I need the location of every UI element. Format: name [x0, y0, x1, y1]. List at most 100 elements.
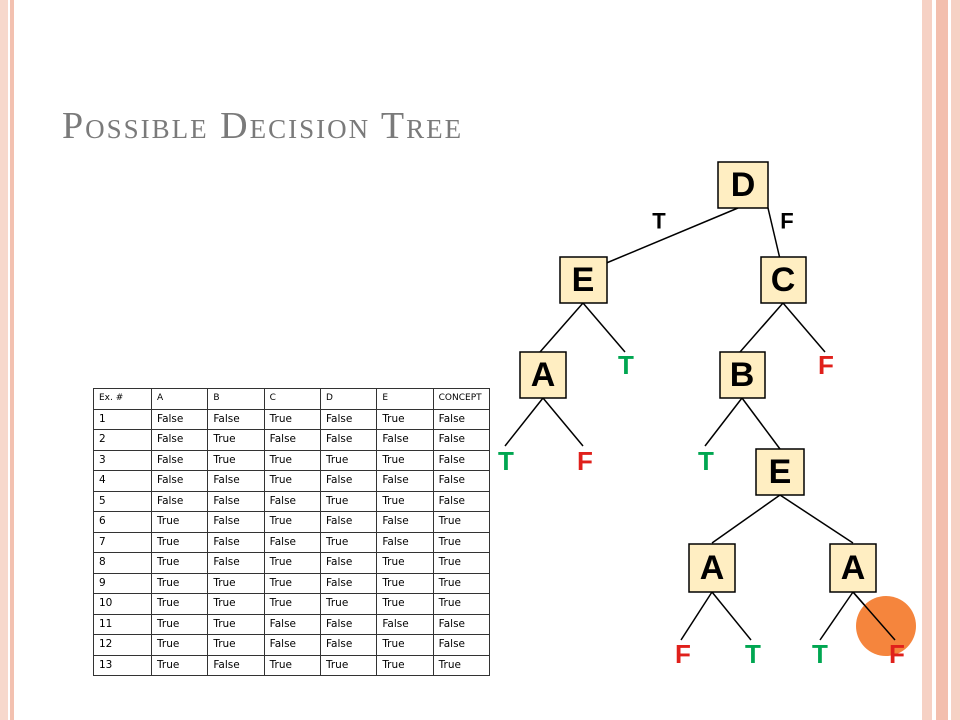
table-cell: True [376, 593, 434, 615]
table-header-cell: B [207, 388, 265, 410]
edge-a-f [542, 397, 584, 447]
table-cell: 7 [93, 531, 152, 553]
table-cell: False [207, 490, 265, 512]
tree-node-label: B [730, 356, 755, 394]
leaf-a3-true: T [812, 639, 828, 669]
table-cell: False [376, 613, 434, 635]
table-cell: False [207, 408, 265, 430]
table-cell: False [150, 490, 209, 512]
tree-node-label: A [531, 356, 556, 394]
table-cell: True [376, 654, 434, 676]
table-cell: True [207, 449, 265, 471]
table-cell: True [376, 552, 434, 574]
table-cell: True [263, 470, 321, 492]
table-cell: True [263, 449, 321, 471]
table-cell: True [207, 613, 265, 635]
table-cell: 4 [93, 470, 152, 492]
edge-a3-f-over [852, 591, 896, 641]
table-cell: 9 [93, 572, 152, 594]
edge-c-b [739, 302, 784, 353]
edge-a3-t [819, 591, 854, 641]
table-cell: True [319, 593, 378, 615]
table-cell: False [319, 613, 378, 635]
table-cell: True [150, 572, 209, 594]
table-cell: True [376, 490, 434, 512]
table-cell: False [432, 490, 491, 512]
tree-node-e: E [559, 256, 608, 304]
table-cell: True [432, 593, 491, 615]
edge-e-a [539, 302, 584, 353]
table-cell: True [263, 654, 321, 676]
table-cell: 5 [93, 490, 152, 512]
leaf-a2-false: F [675, 639, 691, 669]
table-cell: True [150, 634, 209, 656]
table-cell: True [319, 531, 378, 553]
edge-a2-f [680, 591, 713, 641]
table-cell: False [319, 511, 378, 533]
table-header-cell: C [263, 388, 321, 410]
leaf-e-true: T [618, 350, 634, 380]
table-cell: True [150, 613, 209, 635]
branch-label-true: T [652, 209, 666, 234]
edge-c-f [782, 302, 826, 353]
highlight-circle [856, 596, 916, 656]
table-cell: False [150, 449, 209, 471]
edge-b-e [741, 397, 781, 450]
edge-a-t [504, 397, 544, 447]
edge-e2-a2 [711, 494, 781, 544]
table-cell: True [207, 429, 265, 451]
table-cell: False [376, 531, 434, 553]
tree-node-a2: A [688, 543, 736, 593]
edge-d-c [767, 207, 781, 260]
table-cell: 1 [93, 408, 152, 430]
table-cell: True [376, 572, 434, 594]
table-cell: True [263, 593, 321, 615]
tree-node-label: E [572, 261, 595, 299]
table-cell: False [207, 470, 265, 492]
table-cell: True [376, 449, 434, 471]
table-cell: False [319, 429, 378, 451]
table-cell: False [432, 408, 491, 430]
table-cell: True [207, 572, 265, 594]
tree-node-b: B [719, 351, 766, 399]
leaf-b-true: T [698, 446, 714, 476]
tree-node-a3: A [829, 543, 877, 593]
table-cell: False [207, 552, 265, 574]
table-cell: 11 [93, 613, 152, 635]
table-cell: 13 [93, 654, 152, 676]
table-cell: True [150, 654, 209, 676]
table-cell: 3 [93, 449, 152, 471]
table-cell: False [207, 531, 265, 553]
table-cell: False [150, 408, 209, 430]
table-cell: False [207, 654, 265, 676]
table-cell: True [319, 490, 378, 512]
branch-label-false: F [780, 209, 793, 234]
leaf-a-true: T [498, 446, 514, 476]
table-cell: False [319, 552, 378, 574]
table-cell: False [319, 572, 378, 594]
tree-node-label: D [731, 166, 756, 204]
edge-a2-t [711, 591, 752, 641]
table-cell: True [432, 511, 491, 533]
slide-border-right [918, 0, 960, 720]
table-cell: False [263, 613, 321, 635]
table-cell: False [432, 429, 491, 451]
table-cell: True [207, 634, 265, 656]
table-cell: False [150, 429, 209, 451]
table-cell: False [263, 429, 321, 451]
table-header-cell: CONCEPT [432, 388, 491, 410]
table-cell: False [432, 634, 491, 656]
leaf-a-false: F [577, 446, 593, 476]
table-cell: True [319, 654, 378, 676]
